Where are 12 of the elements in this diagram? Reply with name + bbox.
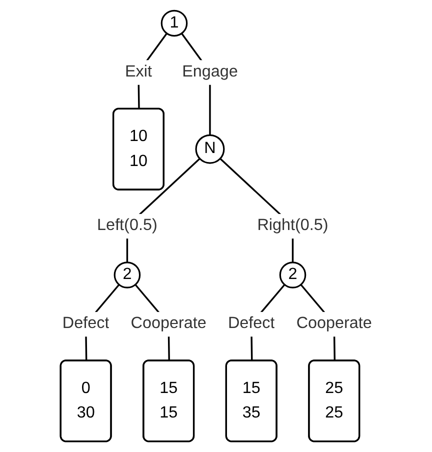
edge-label: Engage xyxy=(182,62,238,81)
node-circle: 2 xyxy=(279,262,306,288)
edge-label: Defect xyxy=(228,314,274,332)
node-circle: 2 xyxy=(114,262,140,288)
edge-label: Cooperate xyxy=(130,314,206,332)
edge-label: Defect xyxy=(62,314,109,332)
edge-label: Cooperate xyxy=(296,314,372,332)
node-circle: N xyxy=(194,134,224,164)
edge-label: Exit xyxy=(124,62,152,81)
edge-label: Right(0.5) xyxy=(256,216,328,234)
edge-label: Left(0.5) xyxy=(96,216,158,234)
node-circle: 1 xyxy=(160,10,188,37)
